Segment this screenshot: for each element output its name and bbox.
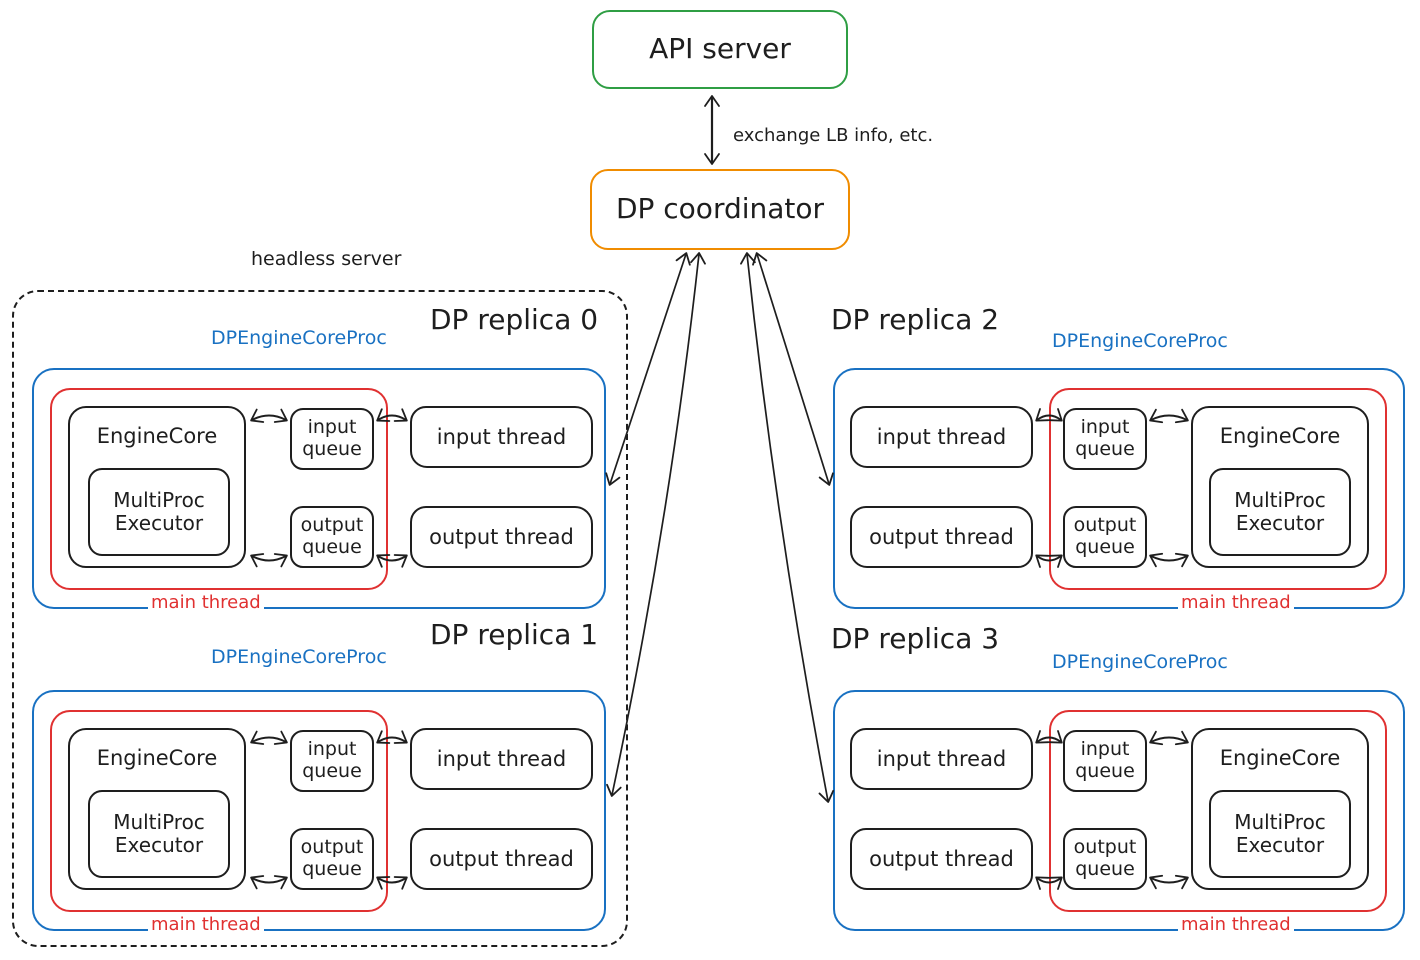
replica2-engine-core-box <box>1191 406 1369 568</box>
arrow-coordinator-replica3 <box>740 252 835 803</box>
replica1-engine-core-label: EngineCore <box>96 746 218 770</box>
replica3-main-thread-box <box>1049 710 1387 912</box>
replica2-input-queue-box: input queue <box>1063 408 1147 470</box>
dp-coordinator-box: DP coordinator <box>590 169 850 250</box>
replica1-output-queue-box: output queue <box>290 828 374 890</box>
replica3-engine-core-label: EngineCore <box>1219 746 1341 770</box>
exchange-lb-info-label: exchange LB info, etc. <box>733 125 934 146</box>
replica0-main-thread-label: main thread <box>148 592 264 613</box>
replica3-proc-label: DPEngineCoreProc <box>1052 651 1228 673</box>
api-server-label: API server <box>649 32 791 66</box>
replica1-multiproc-executor-box: MultiProc Executor <box>88 790 230 878</box>
replica2-engine-core-label: EngineCore <box>1219 424 1341 448</box>
replica3-output-thread-box: output thread <box>850 828 1033 890</box>
replica0-input-thread-box: input thread <box>410 406 593 468</box>
replica1-proc-label: DPEngineCoreProc <box>211 646 387 668</box>
dp-coordinator-label: DP coordinator <box>615 192 825 226</box>
replica3-output-queue-box: output queue <box>1063 828 1147 890</box>
replica0-main-thread-box <box>50 388 388 590</box>
replica1-proc-box <box>32 690 606 931</box>
replica1-input-queue-box: input queue <box>290 730 374 792</box>
replica2-input-thread-box: input thread <box>850 406 1033 468</box>
replica3-engine-core-box <box>1191 728 1369 890</box>
replica0-multiproc-executor-box: MultiProc Executor <box>88 468 230 556</box>
replica0-engine-core-box <box>68 406 246 568</box>
api-server-box: API server <box>592 10 848 89</box>
replica1-main-thread-box <box>50 710 388 912</box>
replica1-output-thread-box: output thread <box>410 828 593 890</box>
replica3-main-thread-label: main thread <box>1178 914 1294 935</box>
replica2-output-queue-box: output queue <box>1063 506 1147 568</box>
replica0-output-queue-box: output queue <box>290 506 374 568</box>
replica0-proc-label: DPEngineCoreProc <box>211 327 387 349</box>
replica0-title: DP replica 0 <box>430 303 599 336</box>
replica1-main-thread-label: main thread <box>148 914 264 935</box>
arrow-coordinator-replicas <box>605 252 835 803</box>
replica1-engine-core-box <box>68 728 246 890</box>
replica2-main-thread-box <box>1049 388 1387 590</box>
replica3-input-queue-box: input queue <box>1063 730 1147 792</box>
replica1-input-thread-box: input thread <box>410 728 593 790</box>
replica2-proc-label: DPEngineCoreProc <box>1052 330 1228 352</box>
replica2-output-thread-box: output thread <box>850 506 1033 568</box>
headless-server-label: headless server <box>251 248 402 270</box>
replica3-input-thread-box: input thread <box>850 728 1033 790</box>
replica0-proc-box <box>32 368 606 609</box>
replica0-output-thread-box: output thread <box>410 506 593 568</box>
replica0-engine-core-label: EngineCore <box>96 424 218 448</box>
replica3-proc-box <box>833 690 1405 931</box>
replica2-main-thread-label: main thread <box>1178 592 1294 613</box>
replica0-input-queue-box: input queue <box>290 408 374 470</box>
replica2-title: DP replica 2 <box>831 303 1000 336</box>
replica3-multiproc-executor-box: MultiProc Executor <box>1209 790 1351 878</box>
replica3-title: DP replica 3 <box>831 622 1000 655</box>
replica2-multiproc-executor-box: MultiProc Executor <box>1209 468 1351 556</box>
replica1-title: DP replica 1 <box>430 618 599 651</box>
arrow-coordinator-replica2 <box>752 252 834 486</box>
